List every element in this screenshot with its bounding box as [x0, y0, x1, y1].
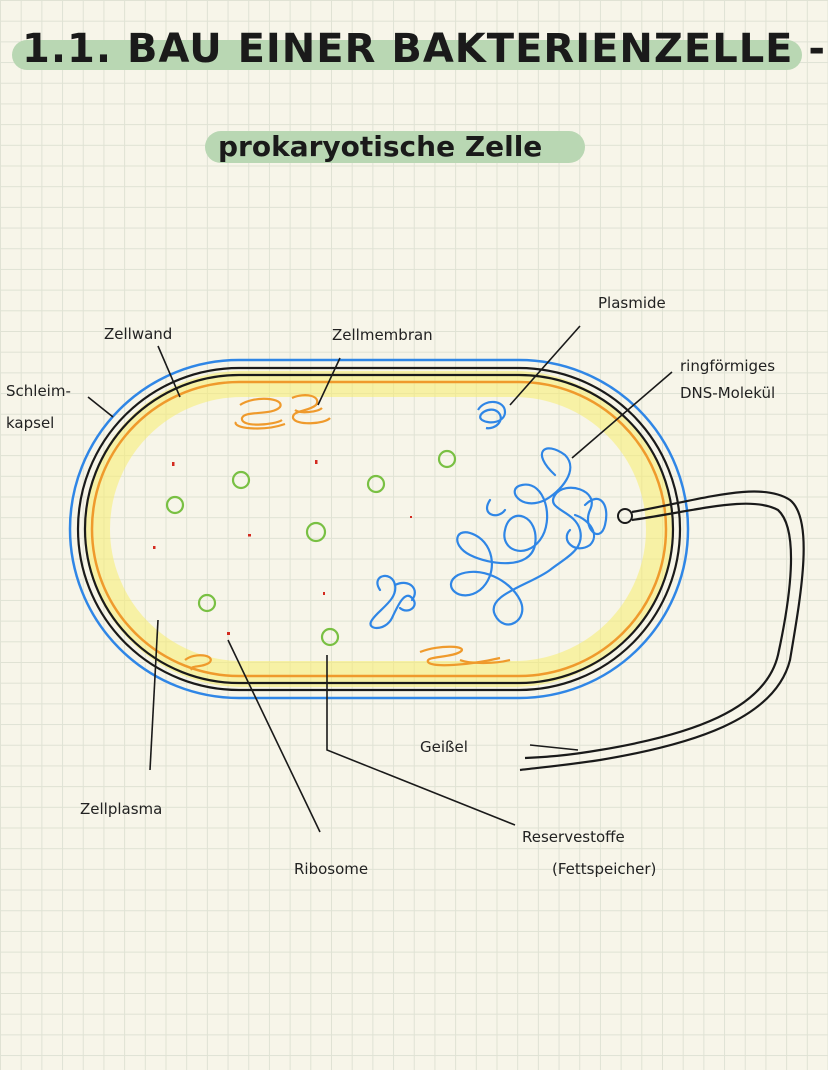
label-plasmide: Plasmide — [598, 294, 666, 312]
cell-wall-inner — [83, 373, 675, 685]
label-reserve-line2: (Fettspeicher) — [552, 860, 657, 878]
label-zellplasma: Zellplasma — [80, 800, 163, 818]
membrane-folds — [184, 394, 511, 671]
plasmid — [477, 400, 507, 430]
slime-capsule — [68, 358, 690, 700]
cell-membrane — [90, 380, 668, 678]
leader-lines — [87, 325, 673, 833]
membrane-glow — [84, 371, 672, 687]
label-dns-line1: ringförmiges — [680, 357, 776, 375]
label-zellmembran: Zellmembran — [332, 326, 433, 344]
ribosomes — [153, 460, 412, 635]
label-reserve-line1: Reservestoffe — [522, 828, 625, 846]
page-title: 1.1. BAU EINER BAKTERIENZELLE - — [22, 26, 827, 72]
label-schleim-line2: kapsel — [6, 414, 55, 432]
title-highlight — [12, 40, 802, 70]
flagellum-base — [617, 508, 633, 524]
page-subtitle: prokaryotische Zelle — [218, 130, 543, 163]
reserve-substances — [165, 449, 457, 647]
subtitle-highlight — [205, 131, 585, 163]
flagellum — [519, 490, 805, 772]
cell-wall-outer — [76, 366, 682, 692]
label-geissel: Geißel — [420, 738, 468, 756]
label-ribosome: Ribosome — [294, 860, 369, 878]
label-dns-line2: DNS-Molekül — [680, 384, 776, 402]
label-zellwand: Zellwand — [104, 325, 173, 343]
dna-molecule — [369, 447, 608, 630]
label-schleim-line1: Schleim- — [6, 382, 71, 400]
